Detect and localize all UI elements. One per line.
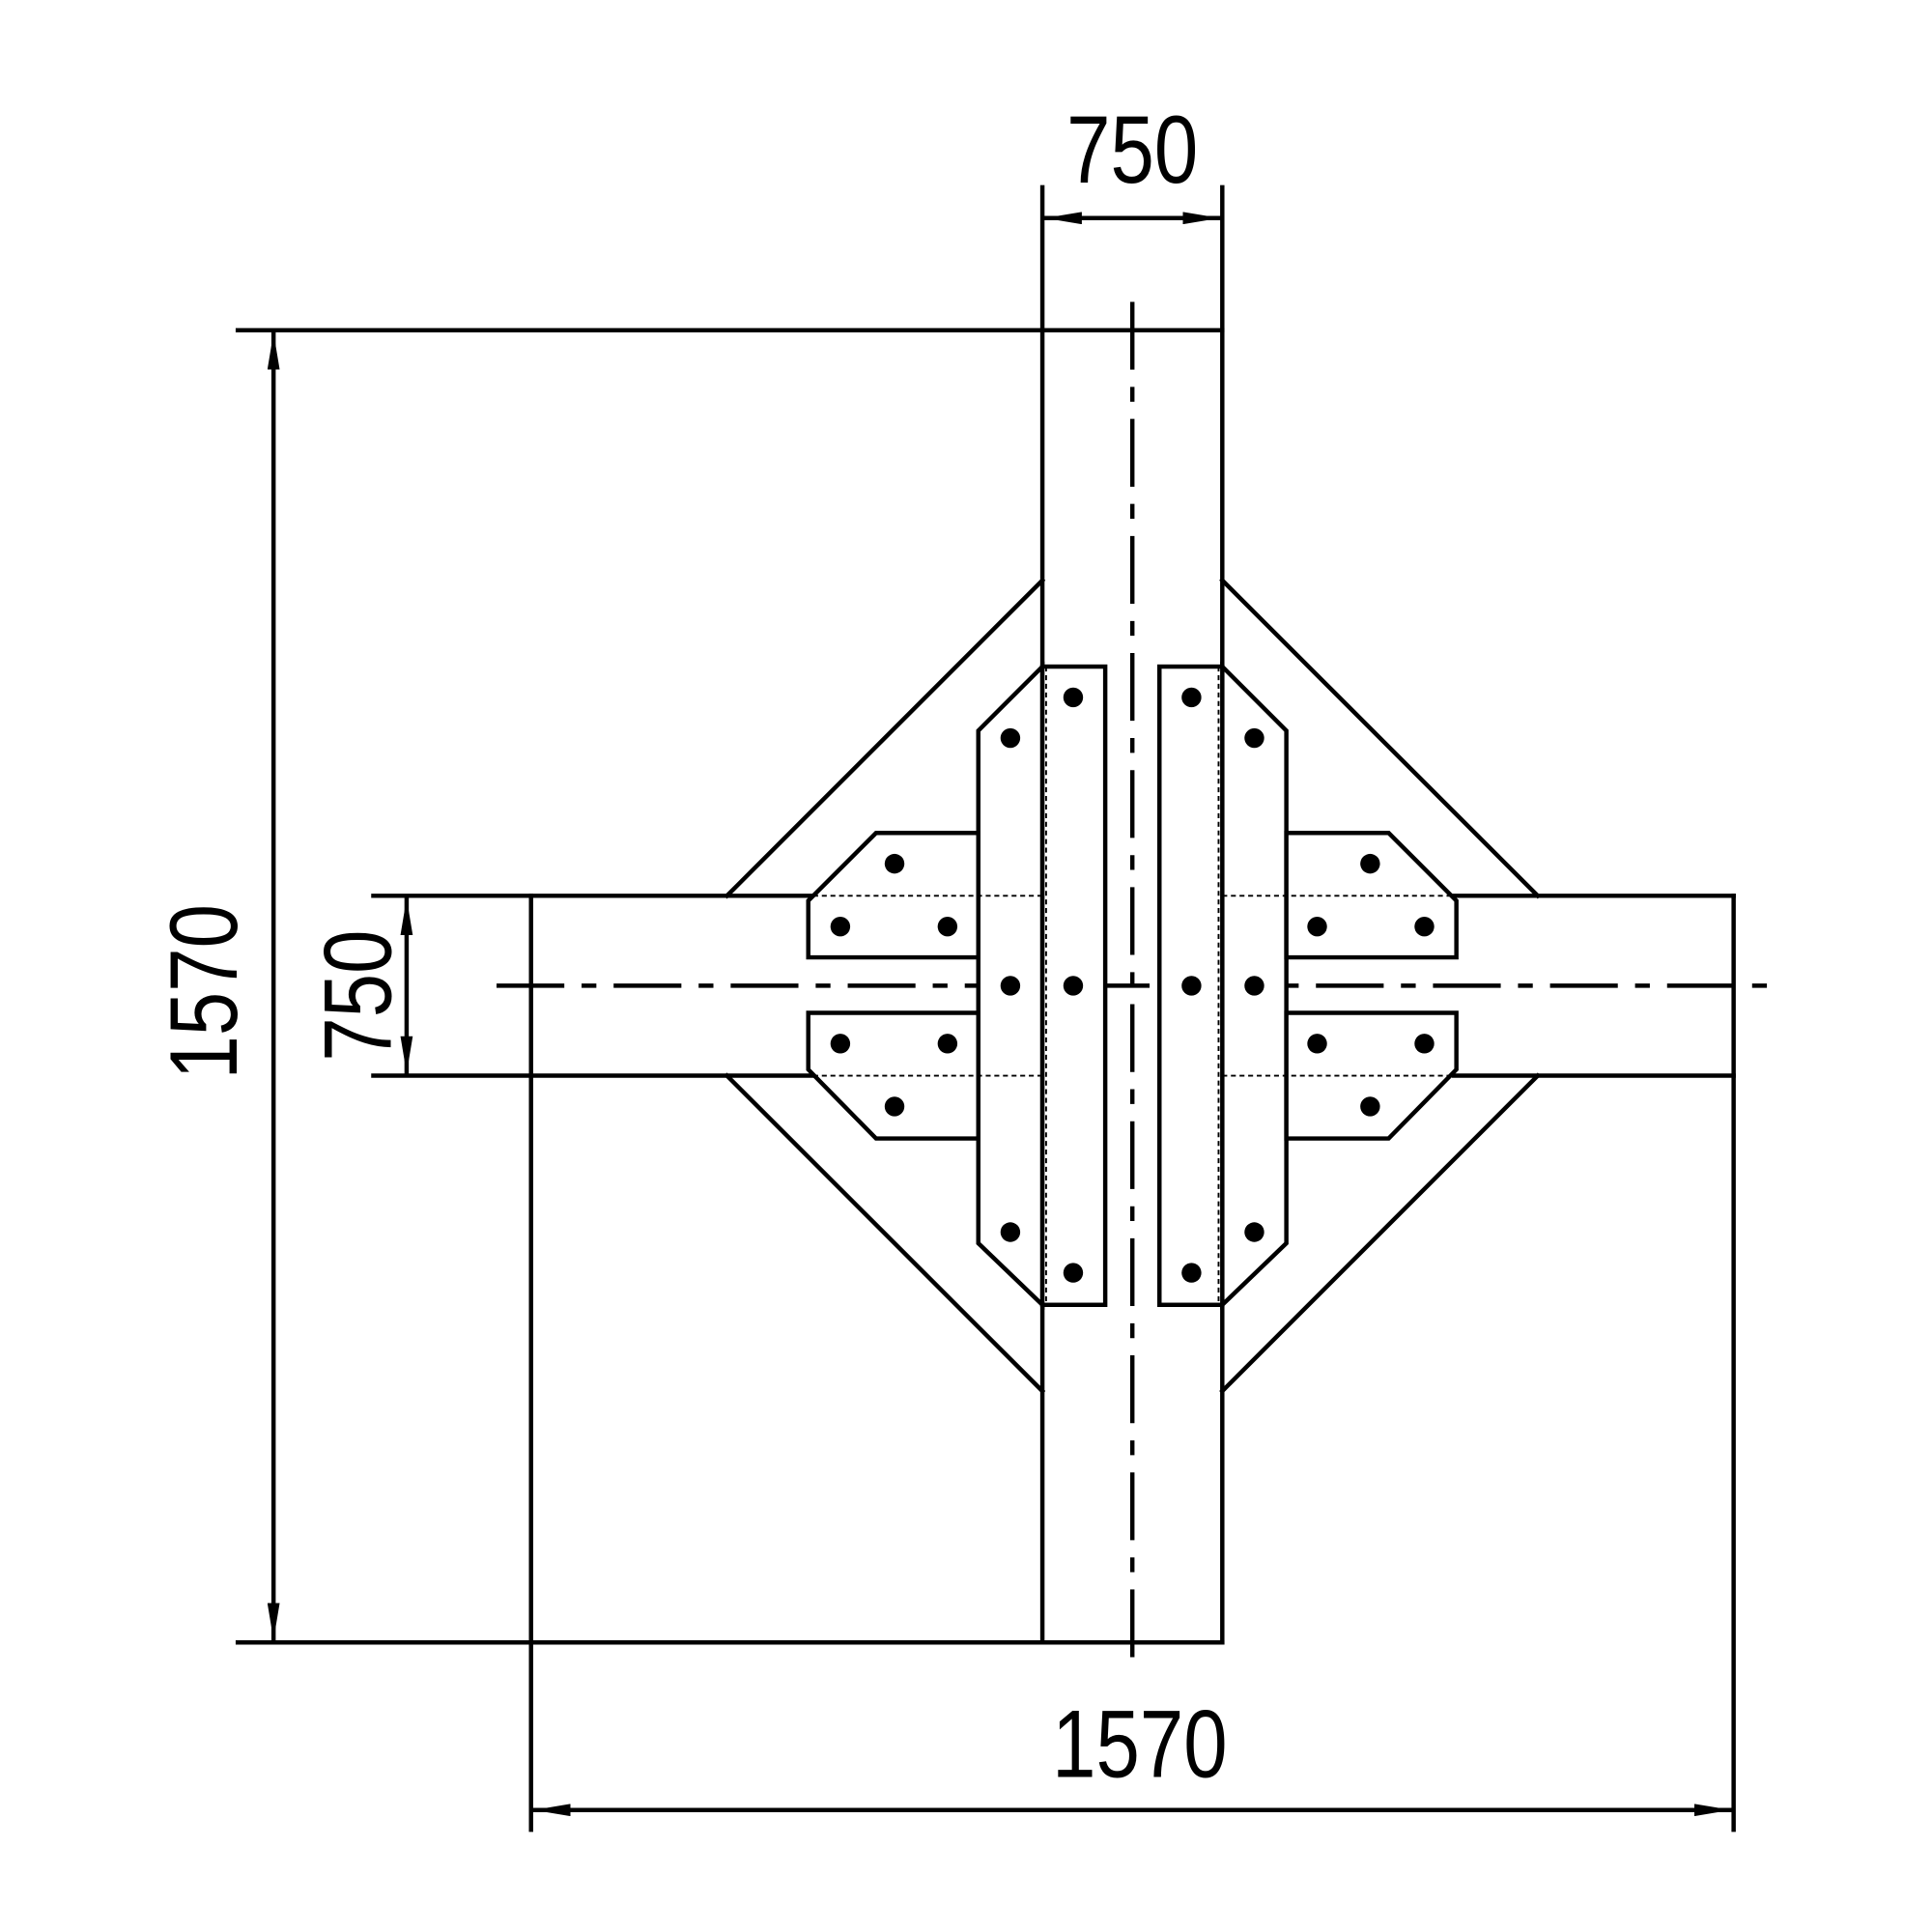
bolt-hole — [884, 1096, 905, 1117]
bolt-holes — [830, 687, 1435, 1283]
horizontal-member — [371, 894, 1736, 1833]
bolt-hole — [1063, 687, 1084, 708]
dim-label-top: 750 — [1066, 97, 1198, 203]
bolt-hole — [1000, 976, 1021, 996]
bolt-hole — [1000, 727, 1021, 749]
diagonal-braces — [724, 577, 1541, 1395]
bolt-hole — [1244, 727, 1264, 749]
bolt-hole — [1181, 976, 1202, 996]
bolt-hole — [937, 1034, 958, 1054]
bolt-hole — [1181, 687, 1202, 708]
bolt-hole — [830, 916, 851, 937]
bolt-hole — [1000, 1222, 1021, 1242]
bolt-hole — [1244, 976, 1264, 996]
bolt-hole — [1414, 1034, 1435, 1054]
hidden-lines — [812, 667, 1452, 1305]
dimension-left-1570: 1570 — [151, 330, 280, 1642]
dimension-inner-750: 750 — [305, 895, 413, 1076]
dim-label-left: 1570 — [151, 904, 257, 1079]
bolt-hole — [1181, 1263, 1202, 1283]
dim-label-inner: 750 — [305, 930, 412, 1062]
bolt-hole — [1307, 1034, 1327, 1054]
vertical-member — [235, 185, 1225, 1645]
bolt-hole — [1063, 976, 1084, 996]
dimension-top-750: 750 — [1042, 97, 1222, 225]
bolt-hole — [937, 916, 958, 937]
bolt-hole — [830, 1034, 851, 1054]
dimension-bottom-1570: 1570 — [531, 1691, 1734, 1817]
bolt-hole — [1307, 916, 1327, 937]
bolt-hole — [1360, 853, 1380, 874]
bolt-hole — [1063, 1263, 1084, 1283]
dim-label-bottom: 1570 — [1052, 1691, 1227, 1798]
bolt-hole — [1414, 916, 1435, 937]
bolt-hole — [1360, 1096, 1380, 1117]
bolt-hole — [1244, 1222, 1264, 1242]
bolt-hole — [884, 853, 905, 874]
